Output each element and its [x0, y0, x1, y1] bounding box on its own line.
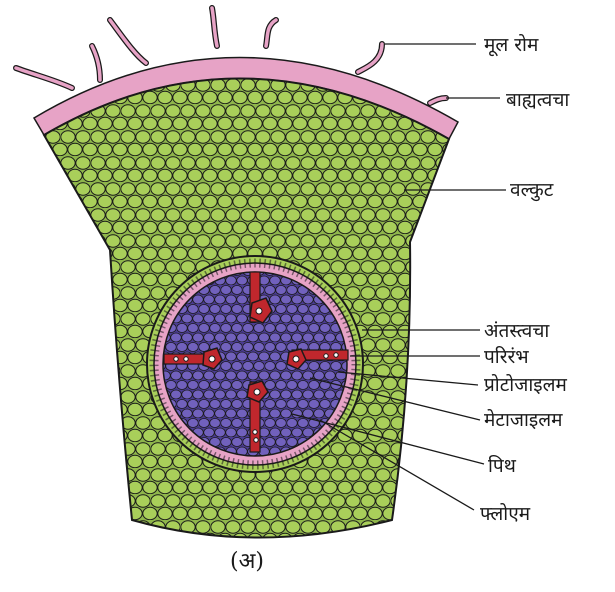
label-endodermis: अंतस्त्वचा — [484, 317, 549, 343]
label-root-hair: मूल रोम — [484, 31, 538, 57]
label-pith: पिथ — [488, 452, 516, 478]
label-cortex: वल्कुट — [510, 176, 553, 202]
label-metaxylem: मेटाजाइलम — [484, 406, 562, 432]
label-pericycle: परिरंभ — [484, 343, 529, 369]
label-epidermis: बाह्यत्वचा — [506, 86, 569, 112]
label-protoxylem: प्रोटोजाइलम — [484, 371, 567, 397]
figure-caption: (अ) — [230, 545, 264, 575]
label-phloem: फ्लोएम — [480, 500, 530, 526]
